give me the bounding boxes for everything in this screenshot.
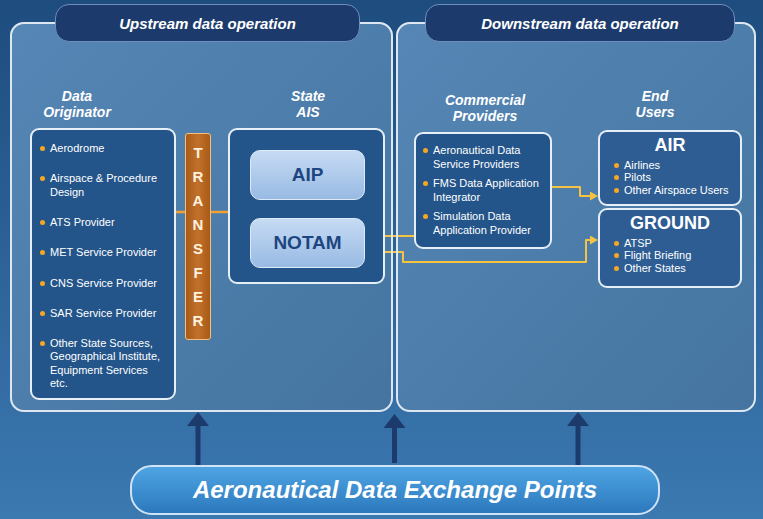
heading-text: Commercial Providers [445,92,525,124]
bullet-dot [40,220,45,225]
item-text: Other State Sources, Geographical Instit… [50,337,168,390]
bullet-dot [614,188,619,193]
item-text: Aerodrome [50,142,104,155]
bullet-dot [614,253,619,258]
list-item: ATSP [614,237,734,250]
item-text: ATS Provider [50,216,115,229]
bullet-dot [40,341,45,346]
box-heading: Commercial Providers [435,92,535,124]
item-text: Other Airspace Users [624,184,729,197]
list-item: Other State Sources, Geographical Instit… [40,337,168,390]
user-box: GROUND ATSPFlight BriefingOther States [598,208,742,288]
item-text: CNS Service Provider [50,277,157,290]
product-pill: AIP [250,150,365,200]
header-tab: Upstream data operation [55,4,360,42]
flow-connector [196,426,201,465]
box-heading: Data Originator [32,88,122,120]
panel-fill [10,22,393,412]
panel-title: Downstream data operation [481,15,679,32]
bullet-dot [40,281,45,286]
exchange-arrow [392,426,397,463]
item-text: Airlines [624,159,660,172]
transfer-band: TRANSFER [185,133,211,340]
list-item: SAR Service Provider [40,307,168,320]
item-text: Simulation Data Application Provider [433,210,545,236]
heading-text: Data Originator [43,88,111,120]
flow-connector [552,187,590,196]
group-heading: End Users [628,88,682,120]
item-text: Other States [624,262,686,275]
item-text: Pilots [624,171,651,184]
panel-fill [396,22,756,412]
panel-title: Upstream data operation [119,15,296,32]
box-heading: State AIS [280,88,336,120]
header-tab: Downstream data operation [425,4,735,42]
list-item: Airlines [614,159,734,172]
list-item: FMS Data Application Integrator [423,177,545,203]
item-text: FMS Data Application Integrator [433,177,545,203]
bullet-dot [423,148,428,153]
bar-text: Aeronautical Data Exchange Points [193,476,597,504]
product-pill: NOTAM [250,218,365,268]
flow-connector [176,211,185,214]
bullet-dot [423,214,428,219]
list-item: Aeronautical Data Service Providers [423,144,545,170]
item-text: Aeronautical Data Service Providers [433,144,545,170]
user-title: GROUND [606,213,734,234]
bullet-dot [614,175,619,180]
ais-box: AIPNOTAMState AIS [228,128,385,284]
item-text: Airspace & Procedure Design [50,172,168,198]
item-text: MET Service Provider [50,246,157,259]
pill-text: AIP [292,164,324,186]
bullet-dot [40,146,45,151]
operation-panel: Commercial ProvidersAeronautical Data Se… [396,22,756,412]
originator-box: Data OriginatorAerodromeAirspace & Proce… [30,128,176,400]
provider-box: Commercial ProvidersAeronautical Data Se… [414,132,552,249]
user-box: AIR AirlinesPilotsOther Airspace Users [598,130,742,206]
pill-text: NOTAM [273,232,341,254]
bullet-dot [40,311,45,316]
bullet-dot [40,250,45,255]
list-item: MET Service Provider [40,246,168,259]
list-item: Airspace & Procedure Design [40,172,168,198]
list-item: CNS Service Provider [40,277,168,290]
band-text: TRANSFER [191,141,206,333]
flow-connector [211,211,228,214]
user-title: AIR [606,135,734,156]
bullet-dot [614,163,619,168]
list-item: ATS Provider [40,216,168,229]
list-item: Simulation Data Application Provider [423,210,545,236]
bullet-dot [614,266,619,271]
item-text: SAR Service Provider [50,307,156,320]
heading-text: State AIS [291,88,325,120]
bullet-dot [40,176,45,181]
list-item: Other States [614,262,734,275]
exchange-bar: Aeronautical Data Exchange Points [130,465,660,515]
bullet-dot [423,181,428,186]
list-item: Other Airspace Users [614,184,734,197]
exchange-arrow-head [384,414,406,428]
list-item: Pilots [614,171,734,184]
bullet-dot [614,241,619,246]
operation-panel: Data OriginatorAerodromeAirspace & Proce… [10,22,393,412]
flow-connector [576,426,581,465]
item-text: Flight Briefing [624,249,691,262]
list-item: Aerodrome [40,142,168,155]
item-text: ATSP [624,237,652,250]
list-item: Flight Briefing [614,249,734,262]
flow-connector [385,235,414,237]
